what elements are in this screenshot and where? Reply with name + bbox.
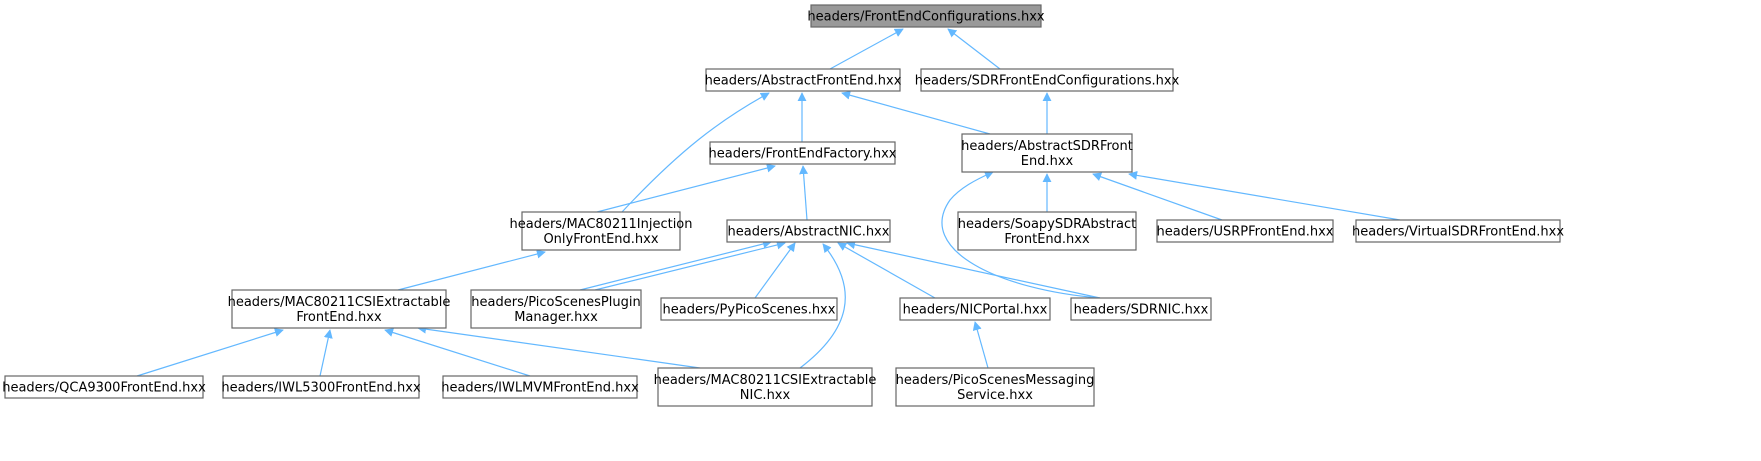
node-iwl5300-frontend[interactable]: headers/IWL5300FrontEnd.hxx <box>221 375 421 399</box>
node-label: headers/MAC80211Injection <box>510 217 693 232</box>
node-label: headers/AbstractNIC.hxx <box>728 225 890 240</box>
node-label: FrontEnd.hxx <box>1004 232 1090 247</box>
node-box <box>1355 219 1561 243</box>
node-label: NIC.hxx <box>740 388 791 403</box>
edge-usrp-frontend-to-abstract-sdr-frontend <box>1092 172 1223 221</box>
node-label: FrontEnd.hxx <box>296 310 382 325</box>
node-box <box>709 141 896 165</box>
node-box <box>920 68 1174 92</box>
node-sdr-nic[interactable]: headers/SDRNIC.hxx <box>1070 297 1212 321</box>
edge-iwlmvm-frontend-to-mac80211-csi-extractable-frontend <box>384 328 531 377</box>
node-box <box>1070 297 1212 321</box>
node-box <box>660 297 838 321</box>
node-label: headers/IWLMVMFrontEnd.hxx <box>441 381 639 396</box>
node-box <box>726 219 891 243</box>
node-box <box>957 211 1137 251</box>
edge-nic-portal-to-abstract-nic <box>837 242 936 299</box>
node-box <box>895 367 1095 407</box>
edge-mac80211-csi-extractable-nic-to-abstract-nic <box>799 243 846 369</box>
edge-abstract-sdr-frontend-to-abstract-frontend <box>841 90 991 135</box>
node-label: headers/AbstractSDRFront <box>961 139 1133 154</box>
node-label: headers/SDRNIC.hxx <box>1074 303 1209 318</box>
node-abstract-frontend[interactable]: headers/AbstractFrontEnd.hxx <box>705 68 902 92</box>
node-box <box>4 375 204 399</box>
node-label: Service.hxx <box>957 388 1033 403</box>
node-box <box>1156 219 1334 243</box>
node-label: OnlyFrontEnd.hxx <box>543 232 658 247</box>
node-usrp-frontend[interactable]: headers/USRPFrontEnd.hxx <box>1156 219 1334 243</box>
node-nic-portal[interactable]: headers/NICPortal.hxx <box>899 297 1051 321</box>
node-label: headers/FrontEndConfigurations.hxx <box>807 10 1045 25</box>
edges-layer <box>136 28 1401 377</box>
edge-mac80211-injection-only-to-frontend-factory <box>596 163 776 213</box>
edge-sdr-nic-to-abstract-nic <box>846 240 1101 299</box>
node-label: End.hxx <box>1021 154 1074 169</box>
edge-sdr-frontend-configurations-to-root <box>947 28 1001 70</box>
node-label: headers/AbstractFrontEnd.hxx <box>705 74 902 89</box>
node-box <box>899 297 1051 321</box>
node-box <box>442 375 638 399</box>
edge-picoscenes-plugin-manager-to-abstract-nic <box>579 239 772 291</box>
node-pypicoscenes[interactable]: headers/PyPicoScenes.hxx <box>660 297 838 321</box>
node-label: headers/PicoScenesMessaging <box>896 373 1095 388</box>
edge-pypicoscenes-to-abstract-nic <box>754 242 796 299</box>
node-label: Manager.hxx <box>514 310 598 325</box>
node-label: headers/SDRFrontEndConfigurations.hxx <box>915 74 1180 89</box>
node-frontend-factory[interactable]: headers/FrontEndFactory.hxx <box>709 141 897 165</box>
edge-mac80211-csi-extractable-nic-to-mac80211-csi-extractable-frontend <box>417 324 701 369</box>
node-box <box>470 289 642 329</box>
edge-virtual-sdr-frontend-to-abstract-sdr-frontend <box>1128 170 1401 221</box>
node-qca9300-frontend[interactable]: headers/QCA9300FrontEnd.hxx <box>2 375 206 399</box>
edge-qca9300-frontend-to-mac80211-csi-extractable-frontend <box>136 328 284 377</box>
edge-mac80211-injection-only-to-abstract-frontend <box>621 92 770 213</box>
node-label: headers/MAC80211CSIExtractable <box>654 373 877 388</box>
node-label: headers/PicoScenesPlugin <box>471 295 640 310</box>
node-box <box>657 367 873 407</box>
node-mac80211-injection-only[interactable]: headers/MAC80211InjectionOnlyFrontEnd.hx… <box>510 211 693 251</box>
edge-sdr-nic-to-abstract-sdr-frontend <box>941 171 1101 299</box>
edge-picoscenes-plugin-manager-to-abstract-nic <box>594 240 786 291</box>
edge-iwl5300-frontend-to-mac80211-csi-extractable-frontend <box>319 329 333 377</box>
node-label: headers/FrontEndFactory.hxx <box>709 147 897 162</box>
node-label: headers/MAC80211CSIExtractable <box>228 295 451 310</box>
edge-abstract-nic-to-frontend-factory <box>799 165 809 221</box>
edge-picoscenes-messaging-service-to-nic-portal <box>972 321 989 369</box>
node-root[interactable]: headers/FrontEndConfigurations.hxx <box>807 4 1045 28</box>
edge-mac80211-csi-extractable-frontend-to-mac80211-injection-only <box>397 249 546 291</box>
node-label: headers/PyPicoScenes.hxx <box>663 303 836 318</box>
node-virtual-sdr-frontend[interactable]: headers/VirtualSDRFrontEnd.hxx <box>1352 219 1564 243</box>
node-box <box>961 133 1133 173</box>
node-label: headers/SoapySDRAbstract <box>958 217 1136 232</box>
node-label: headers/NICPortal.hxx <box>903 303 1048 318</box>
node-box <box>521 211 681 251</box>
node-label: headers/IWL5300FrontEnd.hxx <box>221 381 421 396</box>
node-box <box>810 4 1042 28</box>
nodes-layer: headers/FrontEndConfigurations.hxx header… <box>2 4 1564 407</box>
node-box <box>222 375 420 399</box>
node-iwlmvm-frontend[interactable]: headers/IWLMVMFrontEnd.hxx <box>441 375 639 399</box>
node-mac80211-csi-extractable-frontend[interactable]: headers/MAC80211CSIExtractableFrontEnd.h… <box>228 289 451 329</box>
node-sdr-frontend-configurations[interactable]: headers/SDRFrontEndConfigurations.hxx <box>915 68 1180 92</box>
node-abstract-nic[interactable]: headers/AbstractNIC.hxx <box>726 219 891 243</box>
node-label: headers/VirtualSDRFrontEnd.hxx <box>1352 225 1564 240</box>
node-label: headers/QCA9300FrontEnd.hxx <box>2 381 206 396</box>
edge-abstract-frontend-to-root <box>829 28 904 70</box>
node-box <box>705 68 901 92</box>
node-box <box>231 289 447 329</box>
node-label: headers/USRPFrontEnd.hxx <box>1157 225 1334 240</box>
